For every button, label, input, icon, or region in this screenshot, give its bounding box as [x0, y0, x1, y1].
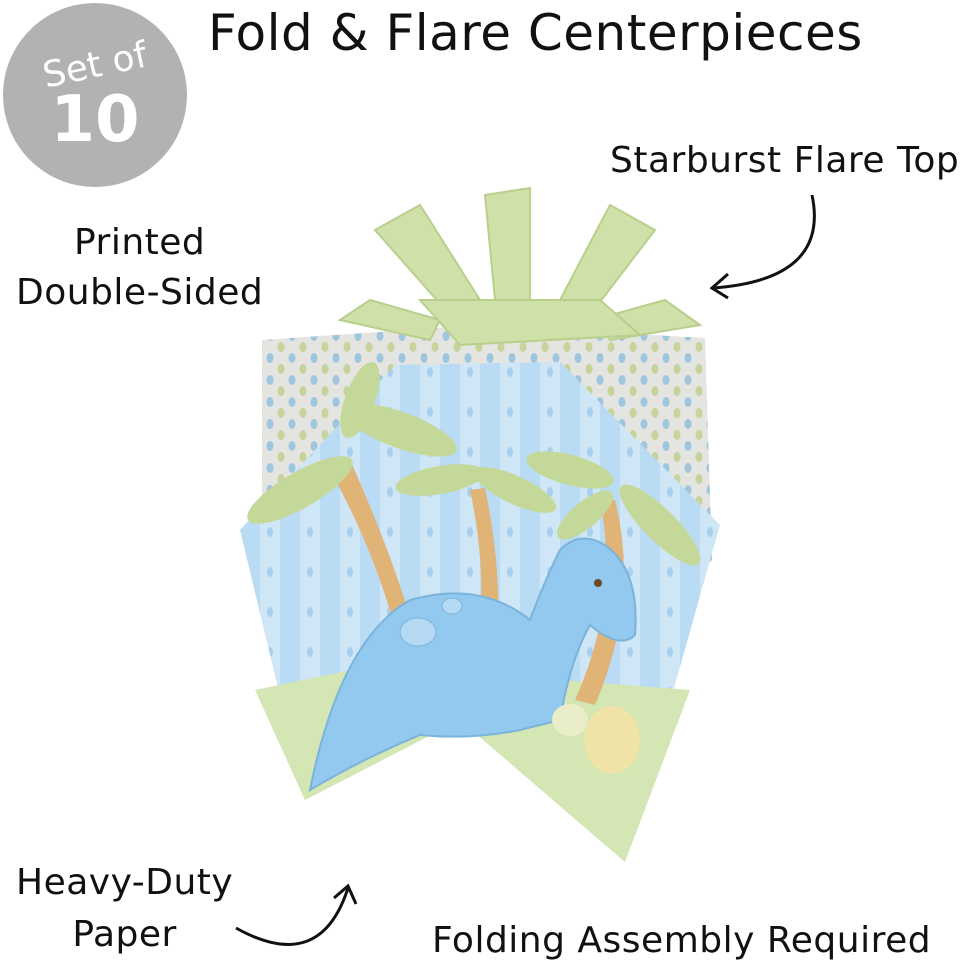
arrow-heavy-duty [235, 887, 350, 946]
arrow-starburst [711, 194, 816, 290]
palm-trunk [330, 460, 420, 650]
palm-trunk [470, 488, 499, 620]
callout-folding: Folding Assembly Required [432, 920, 932, 961]
badge-count: 10 [50, 83, 140, 157]
dinosaur [308, 537, 637, 793]
callout-starburst: Starburst Flare Top [610, 140, 960, 181]
callout-printed: Printed Double-Sided [16, 218, 263, 318]
callout-heavy-duty: Heavy-Duty Paper [16, 857, 233, 961]
dino-eye [594, 579, 602, 587]
set-count-badge: Set of 10 [3, 3, 187, 187]
starburst-top [337, 186, 703, 347]
callout-heavy-line1: Heavy-Duty [16, 862, 234, 903]
callout-printed-line2: Double-Sided [16, 272, 264, 313]
callout-heavy-line2: Paper [72, 914, 177, 955]
callout-printed-line1: Printed [73, 222, 206, 263]
page-title: Fold & Flare Centerpieces [208, 4, 863, 62]
